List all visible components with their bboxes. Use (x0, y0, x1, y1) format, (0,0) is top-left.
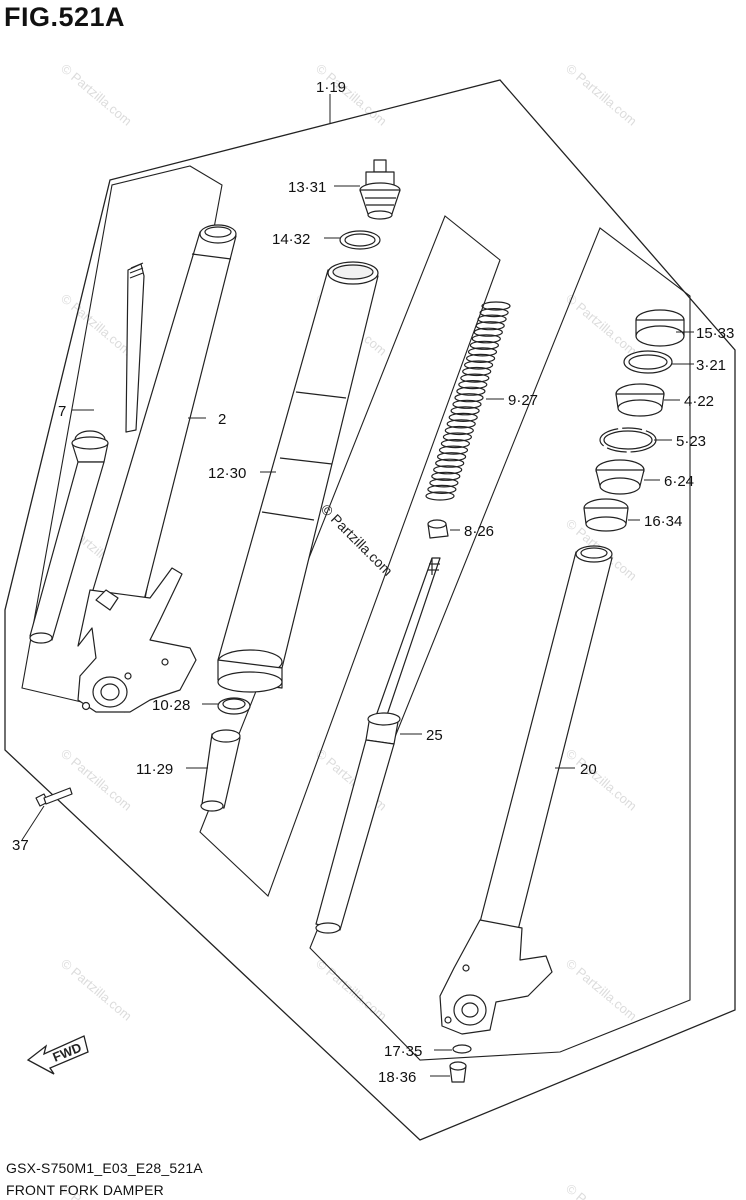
callout-25: 25 (426, 727, 443, 744)
callout-3-21: 3·21 (696, 357, 726, 374)
callout-10-28: 10·28 (152, 697, 190, 714)
spring-coil (469, 340, 499, 350)
callout-5-23: 5·23 (676, 433, 706, 450)
part-left-axle-bracket (77, 567, 197, 713)
spring-coil (466, 353, 496, 363)
watermark-text: © Partzilla.com (563, 746, 640, 814)
part-damper-rod-7 (29, 262, 145, 644)
callout-6-24: 6·24 (664, 473, 694, 490)
watermark-text: © Partzilla.com (563, 61, 640, 129)
spring-coil (444, 425, 474, 436)
spring-coil (471, 334, 501, 344)
callout-4-22: 4·22 (684, 393, 714, 410)
spring-coil (433, 465, 463, 475)
callout-18-36: 18·36 (378, 1069, 416, 1086)
watermark-text: © Partzilla.com (563, 956, 640, 1024)
callout-16-34: 16·34 (644, 513, 682, 530)
part-damper-cartridge-25 (315, 557, 441, 934)
spring-coil (477, 314, 507, 324)
spring-coil (464, 360, 494, 370)
callout-20: 20 (580, 761, 597, 778)
callout-2: 2 (218, 411, 226, 428)
spring-coil (458, 380, 488, 390)
spring-coil (427, 484, 457, 494)
part-washer-10 (217, 697, 251, 715)
spring-coil (442, 432, 472, 442)
spring-coil (462, 366, 492, 377)
part-nut-8 (427, 519, 449, 539)
part-inner-tube-2 (89, 224, 237, 609)
watermark-text: © Partzilla.com (58, 956, 135, 1024)
watermark-text: © Partzilla.com (58, 746, 135, 814)
spring-coil (460, 373, 490, 383)
spring-coil (454, 393, 484, 403)
part-bolt-18 (449, 1061, 467, 1083)
callout-7: 7 (58, 403, 66, 420)
callout-13-31: 13·31 (288, 179, 326, 196)
spring-coil (448, 412, 478, 422)
spring-coil (435, 458, 465, 468)
spring-coil (467, 347, 498, 357)
watermark-text: © Partzilla.com (563, 291, 640, 359)
spring-coil (479, 308, 509, 318)
callout-9-27: 9·27 (508, 392, 538, 409)
figure-caption: FRONT FORK DAMPER (6, 1182, 164, 1198)
callout-8-26: 8·26 (464, 523, 494, 540)
spring-coil (446, 419, 476, 429)
figure-title: FIG.521A (4, 2, 126, 32)
part-ring-15 (635, 309, 685, 347)
part-stopper-ring-5 (599, 427, 657, 453)
spring-coil (425, 491, 455, 501)
spring-coil (450, 406, 480, 416)
part-cap-bolt-13 (359, 159, 401, 220)
center-watermark: © Partzilla.com (318, 501, 396, 579)
callout-12-30: 12·30 (208, 465, 246, 482)
spring-coil (456, 386, 486, 396)
spring-coil (429, 478, 459, 488)
group-outline-right (309, 227, 691, 1061)
part-bushing-16 (583, 498, 629, 532)
assembly-boundary (4, 79, 736, 1141)
callout-15-33: 15·33 (696, 325, 734, 342)
spring-coil (438, 445, 469, 455)
callout-17-35: 17·35 (384, 1043, 422, 1060)
callout-labels: 1·19 13·31 14·32 7 2 12·30 9·27 8·26 15·… (12, 79, 734, 1086)
part-spring-9 (425, 301, 511, 501)
part-outer-tube-12 (217, 261, 379, 693)
spring-coil (473, 327, 503, 337)
callout-37: 37 (12, 837, 29, 854)
part-dust-seal-6 (595, 459, 645, 495)
part-inner-tube-20 (439, 545, 613, 1035)
spring-coil (431, 471, 461, 481)
spring-coil (437, 452, 467, 462)
watermark-text: © Partzilla.com (563, 1181, 640, 1200)
callout-1-19: 1·19 (316, 79, 346, 96)
part-bolt-37 (35, 787, 73, 807)
callout-11-29: 11·29 (136, 761, 173, 778)
watermark-text: © Partzilla.com (58, 291, 135, 359)
watermark-text: © Partzilla.com (58, 61, 135, 129)
part-washer-17 (452, 1044, 472, 1054)
fwd-arrow-icon: FWD (26, 1035, 89, 1075)
spring-coil (481, 301, 511, 311)
part-circlip-3 (623, 350, 673, 374)
model-code: GSX-S750M1_E03_E28_521A (6, 1160, 203, 1176)
part-seal-4 (615, 383, 665, 417)
group-outline-outer-tube (199, 215, 501, 897)
spring-coil (475, 321, 505, 331)
spring-coil (452, 399, 482, 409)
leader-lines (21, 94, 694, 1077)
callout-14-32: 14·32 (272, 231, 310, 248)
spring-coil (440, 439, 470, 449)
part-collar-11 (200, 729, 241, 812)
